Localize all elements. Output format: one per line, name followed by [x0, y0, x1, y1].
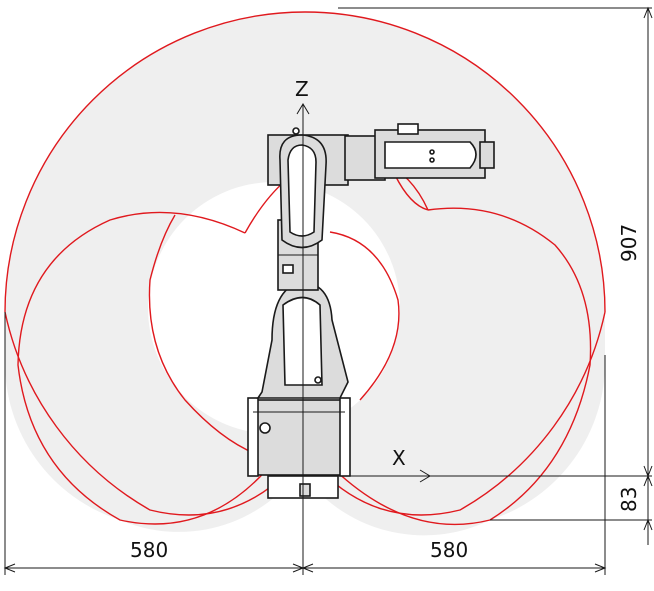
upper-arm	[267, 127, 349, 249]
max-height-label: 907	[617, 224, 641, 262]
envelope-boundary	[4, 11, 606, 526]
x-axis-label: X	[392, 446, 406, 470]
left-reach-label: 580	[130, 538, 168, 562]
left-inner-lobe	[17, 211, 276, 525]
dimensions: 580 580 907 83	[3, 6, 653, 575]
forearm	[344, 123, 495, 181]
left-lobe-arc	[4, 311, 291, 516]
right-lobe-arc	[319, 311, 606, 516]
z-axis-label: Z	[295, 77, 309, 101]
notch-arc	[394, 174, 429, 211]
outer-reach-arc	[4, 11, 606, 313]
inner-deadzone-arc	[148, 214, 400, 461]
base-offset-label: 83	[617, 487, 641, 512]
right-inner-lobe	[334, 207, 592, 526]
z-axis-arrow	[296, 103, 310, 115]
right-reach-label: 580	[430, 538, 468, 562]
